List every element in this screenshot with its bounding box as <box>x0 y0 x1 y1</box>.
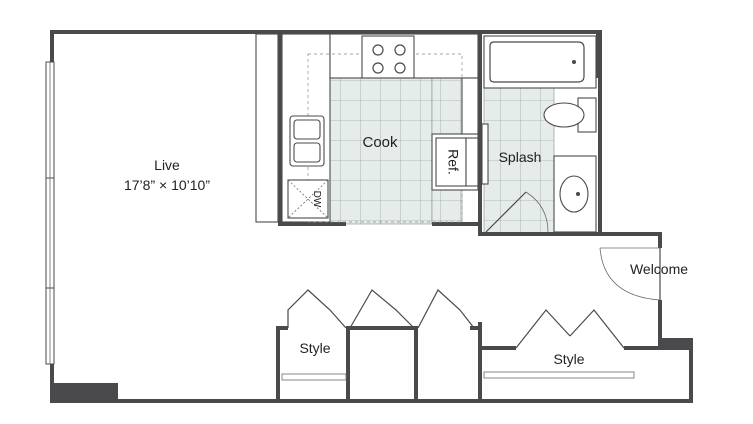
closet-shelf-left <box>281 373 347 381</box>
counter-right <box>461 77 479 135</box>
closet-right-wall-top-left <box>480 346 516 350</box>
style-right-label: Style <box>553 351 584 367</box>
closet-wall-divider-1 <box>346 326 350 402</box>
toilet <box>543 97 597 133</box>
dishwasher-label: DW <box>311 191 322 208</box>
closet-wall-right <box>478 322 482 402</box>
kitchen-tile-floor-right <box>431 189 463 225</box>
kitchen-wall-bottom-right <box>432 222 480 226</box>
wall-bottom-left-block <box>50 383 118 403</box>
bath-shelf <box>481 123 489 185</box>
closet-right-wall-top-right <box>624 346 664 350</box>
bath-tile-floor <box>483 87 555 235</box>
closet-door-1 <box>287 289 347 329</box>
closet-wall-left <box>276 326 280 402</box>
closet-shelf-right <box>483 371 635 379</box>
kitchen-bath-wall <box>478 30 482 236</box>
wall-right-lower <box>689 340 693 403</box>
window-left-2 <box>45 177 55 289</box>
closet-door-2 <box>349 289 415 329</box>
welcome-wall-right <box>658 232 662 248</box>
live-room-dimensions: 17’8” × 10’10” <box>124 177 210 193</box>
closet-wall-divider-2 <box>414 326 418 402</box>
closet-wall-top-right <box>470 326 482 330</box>
bathtub <box>483 35 597 89</box>
kitchen-sink <box>289 115 325 167</box>
wall-right-block <box>660 338 693 350</box>
kitchen-wall-left <box>278 30 282 226</box>
kitchen-tile-floor <box>329 77 433 225</box>
welcome-wall-top <box>598 232 662 236</box>
closet-wall-top-1 <box>276 326 288 330</box>
refrigerator-label: Ref. <box>445 149 461 175</box>
window-left-1 <box>45 61 55 179</box>
kitchen-column <box>255 33 279 223</box>
kitchen-wall-bottom-left <box>278 222 346 226</box>
cook-room-label: Cook <box>362 134 398 151</box>
wall-right-upper <box>598 30 602 234</box>
window-left-3 <box>45 287 55 365</box>
style-left-label: Style <box>299 340 330 356</box>
wall-bottom <box>50 399 693 403</box>
closet-right-bifold-doors <box>515 309 625 349</box>
wall-top <box>50 30 602 34</box>
bath-door <box>485 191 549 233</box>
kitchen-tile-floor-top <box>431 77 463 135</box>
refrigerator <box>431 133 479 191</box>
entry-door <box>599 247 661 301</box>
closet-wall-tops <box>346 326 418 330</box>
stove <box>361 35 415 79</box>
live-room-label: Live <box>154 157 180 173</box>
bath-wall-bottom <box>478 232 600 236</box>
splash-room-label: Splash <box>499 149 542 165</box>
closet-door-3 <box>417 289 475 329</box>
dishwasher <box>287 179 329 219</box>
welcome-room-label: Welcome <box>630 261 688 277</box>
welcome-wall-right-lower <box>658 300 662 348</box>
bathroom-vanity <box>553 155 597 233</box>
